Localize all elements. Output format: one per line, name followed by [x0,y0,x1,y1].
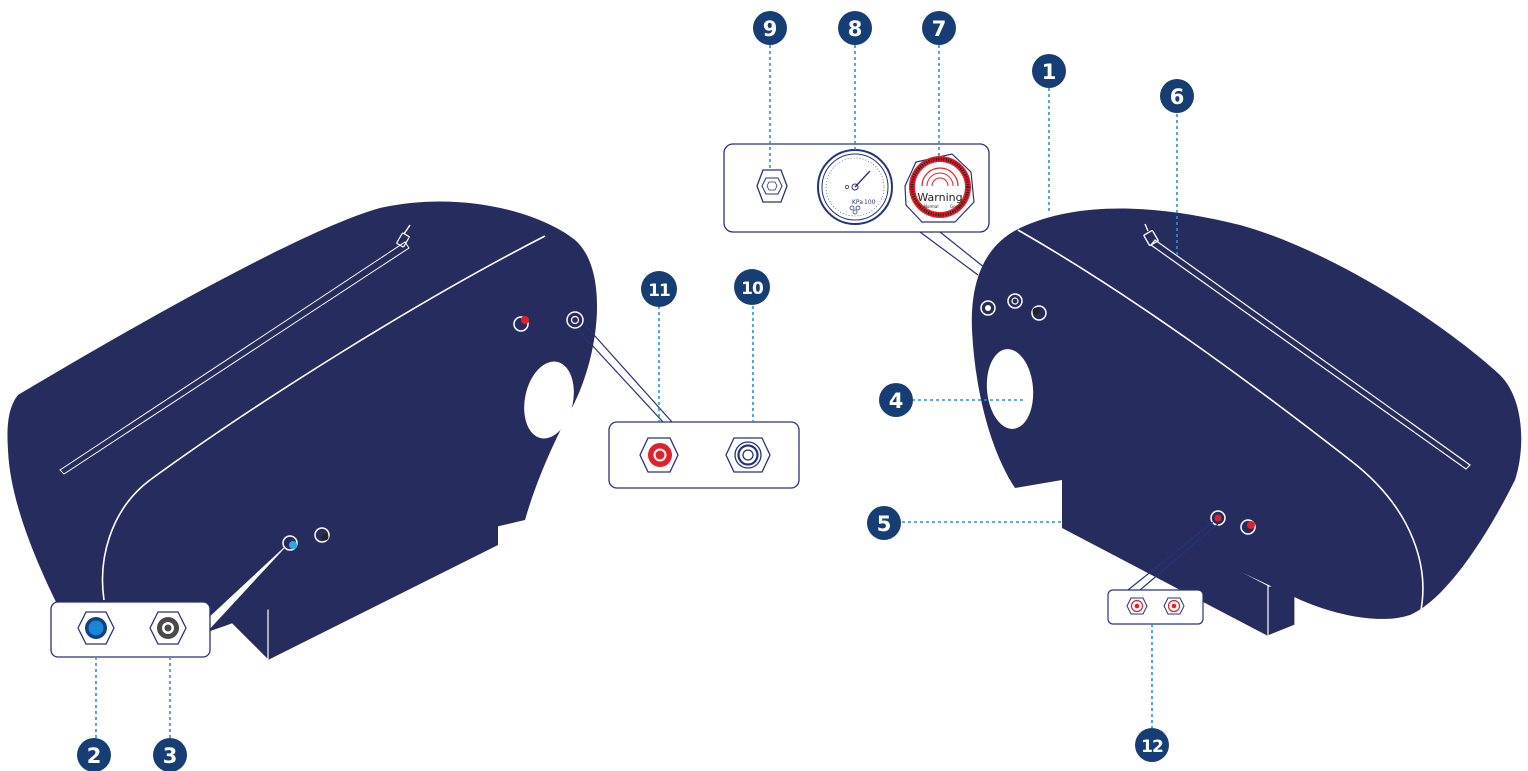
right-chamber-stand [1062,478,1268,636]
red-connector-icon [1163,597,1185,615]
callout-label: 9 [763,17,778,41]
red-connector-icon [513,316,529,332]
gray-connector-icon [980,300,996,316]
callout-label: 11 [648,281,670,301]
gray-connector-icon [314,527,330,543]
callout-badge-1: 1 [1032,54,1066,88]
red-connector-icon [1210,510,1226,526]
callout-label: 3 [163,744,178,768]
callout-badge-3: 3 [153,738,187,771]
pressure-gauge-max: 100 [864,199,876,206]
pressure-gauge-unit: KPa [852,199,863,206]
callout-badges: 1 2 3 4 5 6 7 8 [77,11,1194,771]
right-chamber-zipper [1150,239,1471,470]
right-chamber-seam [1017,229,1424,616]
exhaust-panel [1107,589,1204,625]
right-chamber-body [971,208,1522,619]
pressure-gauge-icon: KPa 100 [817,149,893,225]
left-chamber-body [7,201,598,656]
callout-label: 12 [1141,737,1163,757]
left-chamber-zipper [59,241,410,475]
blue-connector-icon [282,535,298,551]
zipper-pull-icon [396,224,411,248]
callout-badge-4: 4 [879,383,913,417]
left-chamber-seam [101,235,546,601]
callout-label: 10 [741,279,764,299]
left-chamber-window [524,361,574,439]
red-connector-icon [1240,519,1256,535]
red-connector-icon [639,437,679,473]
zipper-pull-icon [1143,223,1159,247]
callout-label: 5 [877,512,892,536]
callout-badge-6: 6 [1160,79,1194,113]
red-connector-icon [1126,597,1148,615]
warning-gauge-left-label: Normal [924,204,938,209]
gray-connector-icon [566,311,584,329]
blue-connector-icon [77,611,115,645]
gray-connector-icon [1007,293,1023,309]
callout-label: 8 [848,17,863,41]
callout-label: 1 [1042,60,1057,84]
callout-label: 2 [87,744,102,768]
callout-label: 7 [932,17,947,41]
callout-badge-8: 8 [838,11,872,45]
callout-badge-5: 5 [867,506,901,540]
left-chamber [7,201,598,662]
gray-connector-icon [725,437,771,473]
warning-gauge-right-label: Good [950,204,961,209]
callout-label: 4 [889,389,904,413]
gauge-panel: KPa 100 Warning Normal Good [723,143,990,233]
inlet-panel [608,421,800,489]
callout-badge-10: 10 [734,269,770,305]
right-chamber [971,208,1522,637]
outlet-panel [50,601,211,658]
callout-badge-2: 2 [77,738,111,771]
leader-lines [95,45,1178,738]
callout-badge-11: 11 [641,271,677,307]
callout-badge-7: 7 [922,11,956,45]
gray-connector-icon [149,611,187,645]
callout-label: 6 [1170,85,1185,109]
callout-badge-12: 12 [1135,728,1169,762]
callout-badge-9: 9 [753,11,787,45]
detail-pointer-lines [577,231,1219,591]
right-chamber-window [986,349,1034,429]
hex-valve-icon [756,169,788,203]
gray-connector-icon [1031,305,1047,321]
warning-gauge-icon: Warning Normal Good [904,153,975,223]
warning-gauge-title: Warning [917,191,962,204]
